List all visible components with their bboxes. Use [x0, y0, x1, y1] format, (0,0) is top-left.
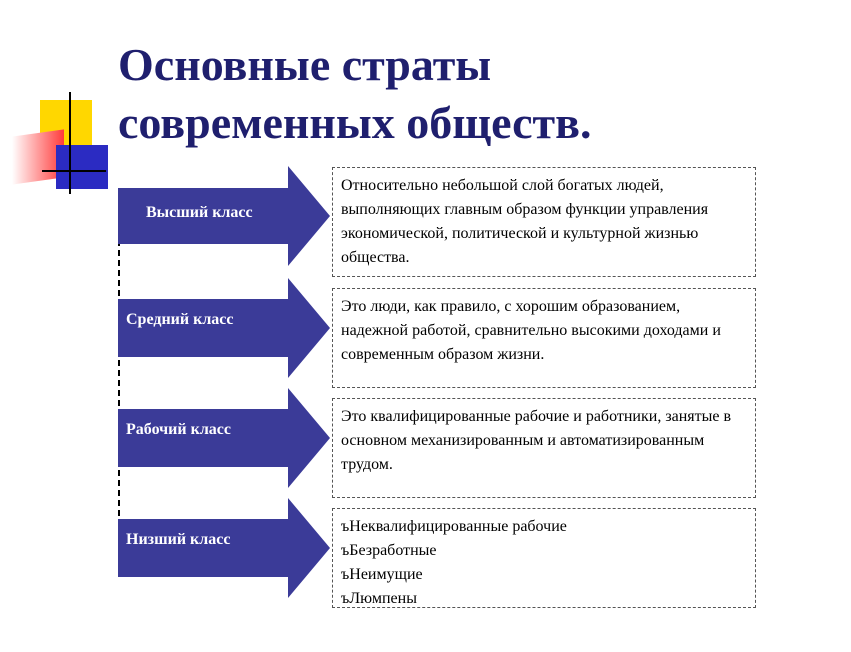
stratum-description-middle: Это люди, как правило, с хорошим образов…: [332, 288, 756, 388]
slide-title: Основные страты современных обществ.: [118, 36, 591, 152]
description-text: Это люди, как правило, с хорошим образов…: [341, 298, 721, 363]
stratum-arrow-middle: Средний класс: [118, 278, 330, 378]
list-item: ъБезработные: [341, 539, 751, 563]
stratum-label-lower: Низший класс: [126, 531, 294, 549]
stratum-description-upper: Относительно небольшой слой богатых люде…: [332, 167, 756, 277]
list-item: ъНеквалифицированные рабочие: [341, 515, 751, 539]
stratum-arrow-working: Рабочий класс: [118, 388, 330, 488]
title-line-1: Основные страты: [118, 36, 591, 94]
stratum-label-middle: Средний класс: [126, 311, 294, 329]
stratum-label-working: Рабочий класс: [126, 421, 294, 439]
list-item: ъНеимущие: [341, 563, 751, 587]
stratum-label-upper: Высший класс: [146, 204, 314, 222]
stratum-description-working: Это квалифицированные рабочие и работник…: [332, 398, 756, 498]
corner-decoration: [0, 0, 110, 200]
stratum-arrow-lower: Низший класс: [118, 498, 330, 598]
title-line-2: современных обществ.: [118, 94, 591, 152]
list-item: ъЛюмпены: [341, 587, 751, 611]
stratum-arrow-upper: Высший класс: [118, 166, 330, 266]
stratum-description-lower: ъНеквалифицированные рабочие ъБезработны…: [332, 508, 756, 608]
description-text: Относительно небольшой слой богатых люде…: [341, 177, 708, 266]
description-text: Это квалифицированные рабочие и работник…: [341, 408, 731, 473]
